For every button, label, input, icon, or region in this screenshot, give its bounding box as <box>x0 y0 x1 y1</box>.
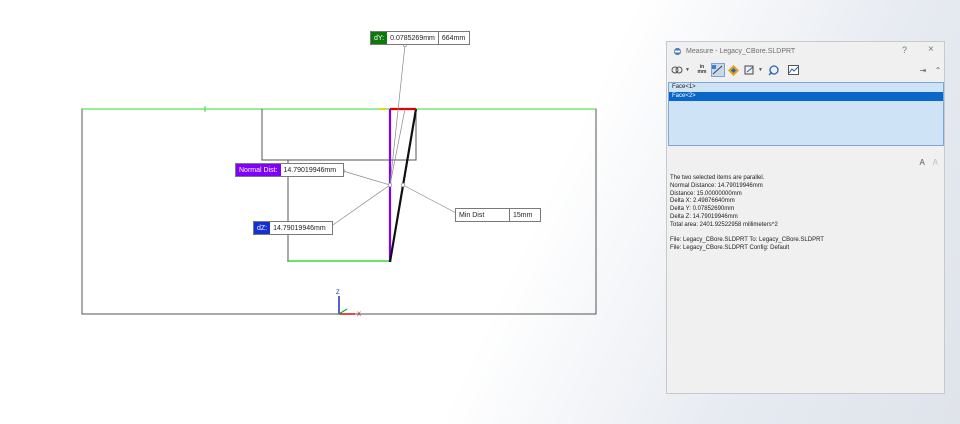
leader-node <box>400 182 406 188</box>
result-line: File: Legacy_CBore.SLDPRT To: Legacy_CBo… <box>670 237 824 244</box>
leader-dz <box>329 184 391 228</box>
units-top-label: in <box>699 64 705 70</box>
font-smaller-button[interactable]: A <box>932 158 938 167</box>
result-line: File: Legacy_CBore.SLDPRT Config: Defaul… <box>670 245 790 252</box>
point-to-point-icon[interactable] <box>710 63 725 77</box>
units-button[interactable]: in mm <box>695 63 709 77</box>
selection-list[interactable]: Face<1> Face<2> <box>668 82 944 146</box>
normal-dist-value: 14.79019946mm <box>283 167 337 174</box>
normal-dist-callout[interactable]: Normal Dist: 14.79019946mm <box>235 163 344 177</box>
collapse-button[interactable]: ⌃ <box>934 65 942 75</box>
measure-titlebar[interactable]: Measure - Legacy_CBore.SLDPRT ? × <box>667 42 944 60</box>
arc-dropdown-icon[interactable]: ▼ <box>685 67 690 73</box>
measure-tool-icon <box>673 47 682 55</box>
pin-button[interactable]: ⇥ <box>919 65 927 75</box>
arc-circle-measure-icon[interactable] <box>670 63 684 77</box>
font-larger-button[interactable]: A <box>919 158 925 167</box>
sensor-icon[interactable] <box>767 63 781 77</box>
min-dist-callout[interactable]: Min Dist 15mm <box>455 208 541 222</box>
delta-y-value: 0.0785269mm <box>390 35 435 42</box>
delta-y-extra: 664mm <box>437 32 469 44</box>
close-button[interactable]: × <box>928 44 934 55</box>
delta-y-callout[interactable]: dY: 0.0785269mm 664mm <box>370 31 470 45</box>
delta-y-tag: dY: <box>371 32 388 44</box>
leader-dy <box>389 44 406 186</box>
top-yellow-marker <box>380 108 386 110</box>
measure-toolbar: ▼ in mm ▼ ⇥ ⌃ <box>667 61 944 79</box>
delta-z-tag: dZ: <box>254 222 271 234</box>
result-line: Delta X: 2.49876640mm <box>670 198 735 205</box>
delta-z-value: 14.79019946mm <box>273 225 326 232</box>
min-dist-value: 15mm <box>509 209 540 221</box>
history-icon[interactable] <box>787 63 801 77</box>
min-dist-label: Min Dist <box>459 212 485 219</box>
help-button[interactable]: ? <box>902 45 908 55</box>
result-line: Delta Y: 0.07852690mm <box>670 206 735 213</box>
font-size-buttons: A A <box>920 158 938 167</box>
measure-results: The two selected items are parallel. Nor… <box>670 175 940 253</box>
selection-item-selected[interactable]: Face<2> <box>669 92 943 101</box>
counterbore-outline[interactable] <box>261 109 417 161</box>
measure-title: Measure - Legacy_CBore.SLDPRT <box>686 47 796 55</box>
result-line: Normal Distance: 14.79019946mm <box>670 182 763 189</box>
xyz-icon[interactable] <box>743 63 757 77</box>
result-line: Delta Z: 14.79019946mm <box>670 213 738 220</box>
reference-triad: Z X <box>336 290 361 318</box>
result-line <box>670 230 940 238</box>
selection-item[interactable]: Face<1> <box>672 84 696 90</box>
result-line: Total area: 2401.92522958 millimeters^2 <box>670 221 778 228</box>
measure-panel[interactable]: Measure - Legacy_CBore.SLDPRT ? × ▼ in m… <box>666 41 945 394</box>
result-line: The two selected items are parallel. <box>670 175 765 181</box>
triad-x-label: X <box>357 312 361 318</box>
leader-min <box>402 184 459 215</box>
leader-normal <box>342 170 391 186</box>
leader-node <box>387 182 393 188</box>
triad-z-label: Z <box>336 290 340 296</box>
xyz-dropdown-icon[interactable]: ▼ <box>757 67 763 73</box>
result-line: Distance: 15.00000000mm <box>670 190 742 197</box>
projection-icon[interactable] <box>727 63 741 77</box>
delta-z-callout[interactable]: dZ: 14.79019946mm <box>253 221 334 235</box>
normal-dist-tag: Normal Dist: <box>236 164 281 176</box>
units-bottom-label: mm <box>697 69 707 75</box>
